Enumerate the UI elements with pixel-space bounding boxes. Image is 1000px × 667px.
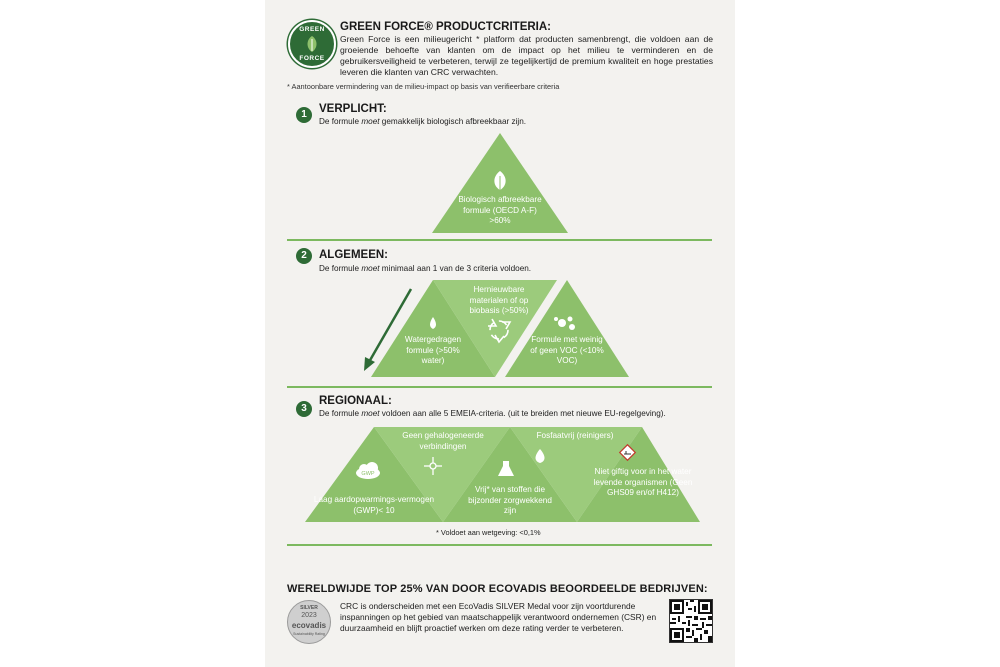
- section-divider-3: [287, 544, 712, 546]
- ecovadis-title: WERELDWIJDE TOP 25% VAN DOOR ECOVADIS BE…: [287, 583, 708, 595]
- logo-text-top: GREEN: [299, 26, 325, 33]
- hazard-environment-icon: [618, 443, 637, 462]
- flask-icon: [498, 461, 514, 476]
- section-title-algemeen: ALGEMEEN:: [319, 249, 388, 261]
- phosphate-drop-icon: [535, 449, 545, 463]
- label-low-voc: Formule met weinig of geen VOC (<10% VOC…: [530, 335, 604, 365]
- intro-footnote: * Aantoonbare vermindering van de milieu…: [287, 82, 560, 91]
- triangle-phosphate-free: [510, 427, 642, 522]
- section-title-regionaal: REGIONAAL:: [319, 395, 392, 407]
- label-water-based: Watergedragen formule (>50% water): [404, 335, 462, 365]
- ecovadis-text: CRC is onderscheiden met een EcoVadis SI…: [340, 601, 657, 633]
- medal-sub: Sustainability Rating: [293, 632, 325, 636]
- label-renewable: Hernieuwbare materialen of op biobasis (…: [469, 285, 529, 315]
- label-biodegradable: Biologisch afbreekbare formule (OECD A-F…: [458, 195, 542, 225]
- label-phosphate-free: Fosfaatvrij (reinigers): [536, 431, 614, 440]
- section-desc-verplicht: De formule moet gemakkelijk biologisch a…: [319, 117, 527, 126]
- section-number-1: 1: [296, 107, 312, 123]
- triangle-halogen-free: [374, 427, 510, 522]
- green-force-logo: GREEN FORCE: [288, 20, 336, 68]
- logo-text-bottom: FORCE: [299, 55, 325, 62]
- triangle-low-voc: [505, 280, 629, 377]
- leaf-icon: [494, 171, 506, 192]
- svhc-footnote: * Voldoet aan wetgeving: <0,1%: [436, 528, 541, 537]
- section-number-3: 3: [296, 401, 312, 417]
- page-title: GREEN FORCE® PRODUCTCRITERIA:: [340, 21, 552, 33]
- gwp-icon-label: GWP: [361, 471, 374, 477]
- logo-leaf-icon: [307, 36, 317, 52]
- label-non-toxic: Niet giftig voor in het water levende or…: [593, 467, 693, 497]
- medal-year: 2023: [301, 612, 317, 619]
- ecovadis-medal: SILVER 2023 ecovadis Sustainability Rati…: [287, 600, 331, 644]
- section-title-verplicht: VERPLICHT:: [319, 103, 387, 115]
- label-halogen-free: Geen gehalogeneerde verbindingen: [402, 431, 484, 451]
- halogen-molecule-icon: [424, 457, 442, 475]
- gwp-cloud-icon: GWP: [356, 462, 380, 479]
- medal-brand: ecovadis: [291, 621, 327, 630]
- section-number-2: 2: [296, 248, 312, 264]
- triangle-renewable: [433, 280, 557, 377]
- water-drop-icon: [430, 317, 436, 329]
- section-desc-regionaal: De formule moet voldoen aan alle 5 EMEIA…: [319, 409, 666, 418]
- label-svhc-free: Vrij* van stoffen die bijzonder zorgwekk…: [468, 485, 552, 515]
- section-divider-2: [287, 386, 712, 388]
- molecule-icon: [554, 316, 575, 330]
- decorative-arrow: [364, 288, 413, 371]
- qr-code[interactable]: [669, 599, 713, 643]
- section-divider-1: [287, 239, 712, 241]
- recycle-icon: [488, 318, 512, 344]
- intro-paragraph: Green Force is een milieugericht * platf…: [340, 34, 713, 77]
- triangle-non-toxic: [577, 427, 700, 522]
- section-desc-algemeen: De formule moet minimaal aan 1 van de 3 …: [319, 264, 532, 273]
- qr-code-icon: [670, 600, 712, 642]
- medal-level: SILVER: [300, 605, 318, 611]
- label-gwp: Laag aardopwarmings-vermogen (GWP)< 10: [313, 495, 435, 515]
